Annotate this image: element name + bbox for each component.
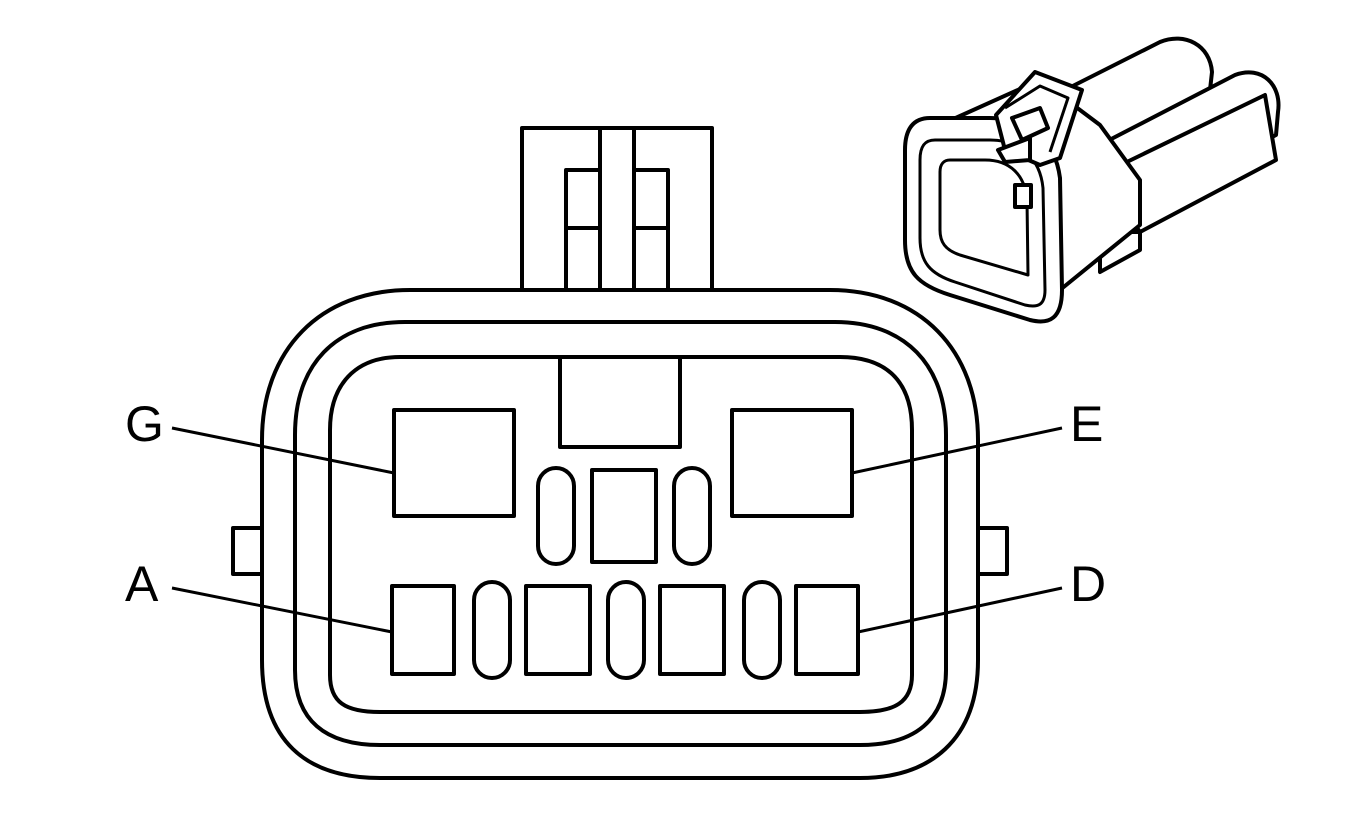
- upper-right-oval-slot: [672, 466, 712, 566]
- cavity-d: [794, 584, 860, 676]
- connector-housing-middle: [293, 320, 948, 747]
- pin-label-g: G: [125, 396, 164, 452]
- leader-line-a: [171, 586, 393, 634]
- lower-oval-slot-2: [606, 580, 646, 680]
- connector-isometric-illustration: [903, 36, 1281, 324]
- locking-tab: [520, 126, 714, 300]
- connector-housing-inner: [328, 355, 914, 714]
- lower-oval-slot-1: [472, 580, 512, 680]
- cavity-e: [730, 408, 854, 518]
- pin-label-d: D: [1070, 556, 1106, 612]
- leader-line-g: [171, 426, 395, 475]
- cavity-a: [390, 584, 456, 676]
- pin-label-e: E: [1070, 396, 1103, 452]
- lower-oval-slot-3: [742, 580, 782, 680]
- keyway: [558, 355, 682, 449]
- upper-center-cavity: [590, 468, 658, 564]
- upper-left-oval-slot: [536, 466, 576, 566]
- leader-line-e: [851, 426, 1063, 475]
- cavity-b: [524, 584, 592, 676]
- cavity-g: [392, 408, 516, 518]
- cavity-c: [658, 584, 726, 676]
- pin-label-a: A: [125, 556, 159, 612]
- leader-line-d: [857, 586, 1063, 634]
